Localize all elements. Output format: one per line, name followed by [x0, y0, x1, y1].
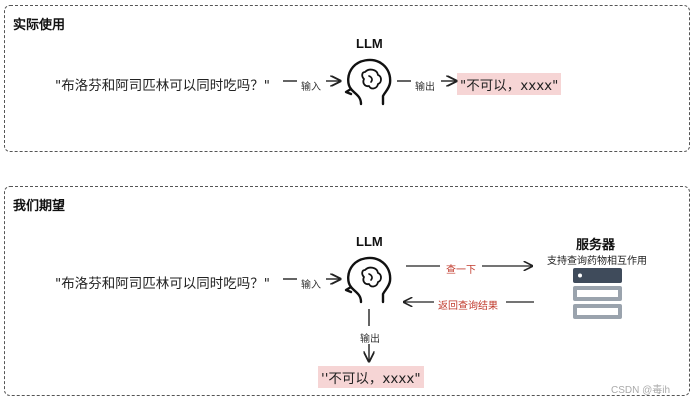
answer-text: "不可以，xxxx" — [457, 73, 562, 95]
query-label: 查一下 — [446, 265, 476, 276]
llm-label: LLM — [356, 36, 383, 51]
brain-head-icon — [344, 256, 392, 304]
watermark: CSDN @毒ih — [611, 385, 671, 396]
return-label: 返回查询结果 — [438, 301, 498, 312]
question-text: "布洛芬和阿司匹林可以同时吃吗？" — [55, 78, 270, 94]
panel-title: 实际使用 — [13, 18, 66, 33]
answer-text: ''不可以，xxxx" — [318, 366, 424, 388]
output-label: 输出 — [360, 334, 380, 345]
input-label: 输入 — [301, 280, 321, 291]
panel-actual-usage: 实际使用 — [4, 5, 690, 152]
llm-label: LLM — [356, 234, 383, 249]
server-title: 服务器 — [576, 238, 616, 253]
server-subtitle: 支持查询药物相互作用 — [547, 256, 647, 267]
panel-expected: 我们期望 — [4, 186, 690, 396]
input-label: 输入 — [301, 82, 321, 93]
panel-title: 我们期望 — [13, 199, 66, 214]
brain-head-icon — [344, 58, 392, 106]
output-label: 输出 — [415, 82, 435, 93]
server-icon — [573, 268, 622, 319]
question-text: "布洛芬和阿司匹林可以同时吃吗？" — [55, 276, 270, 292]
